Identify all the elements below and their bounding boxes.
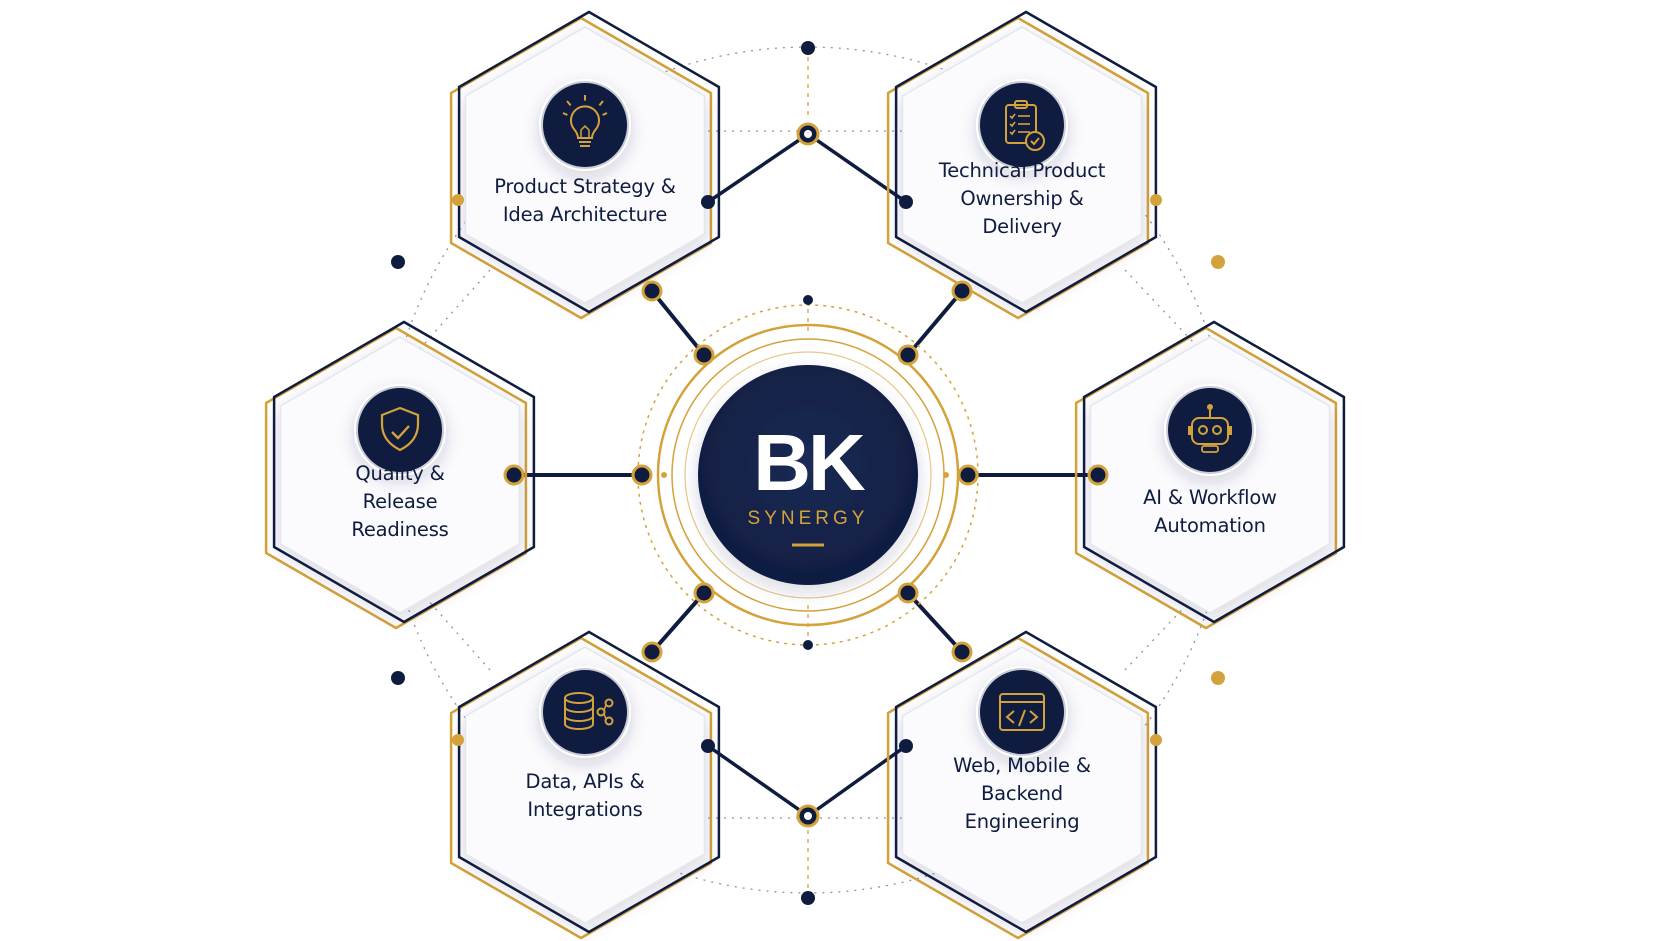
hex-navy-border bbox=[457, 10, 721, 314]
hex-label-line: Delivery bbox=[982, 215, 1061, 238]
hex-gold-border bbox=[1074, 326, 1338, 630]
hex-gold-border bbox=[886, 636, 1150, 940]
hex-label-line: Quality & bbox=[355, 462, 444, 485]
hex-layer: Product Strategy & Idea Architecture Techn… bbox=[264, 10, 1346, 940]
hex-label-line: AI & Workflow bbox=[1143, 486, 1277, 509]
hex-label-line: Integrations bbox=[527, 798, 642, 821]
hex-node-strategy: Product Strategy & Idea Architecture bbox=[449, 10, 721, 320]
database-share-icon bbox=[539, 666, 631, 758]
hex-navy-border bbox=[457, 630, 721, 934]
hex-gold-border bbox=[264, 326, 528, 630]
hex-label-line: Data, APIs & bbox=[526, 770, 645, 793]
hex-navy-border bbox=[272, 320, 536, 624]
hex-gold-border bbox=[886, 16, 1150, 320]
hex-label-line: Web, Mobile & bbox=[953, 754, 1091, 777]
code-window-icon bbox=[976, 666, 1068, 758]
hex-label-line: Idea Architecture bbox=[503, 203, 667, 226]
hex-label-line: Release bbox=[363, 490, 438, 513]
junction-nodes bbox=[391, 41, 1225, 905]
shield-check-icon bbox=[354, 384, 446, 476]
hex-label-line: Ownership & bbox=[960, 187, 1083, 210]
lightbulb-icon bbox=[539, 79, 631, 171]
hub-title: BK bbox=[753, 418, 866, 507]
hex-navy-border bbox=[1082, 320, 1346, 624]
hex-navy-border bbox=[894, 630, 1158, 934]
hex-label-line: Technical Product bbox=[938, 159, 1106, 182]
hex-label-line: Readiness bbox=[351, 518, 448, 541]
hex-gold-border bbox=[449, 16, 713, 320]
hex-node-data: Data, APIs & Integrations bbox=[449, 630, 721, 940]
hex-gold-border bbox=[449, 636, 713, 940]
hub bbox=[698, 365, 918, 585]
hub-subtitle: SYNERGY bbox=[748, 508, 869, 529]
robot-icon bbox=[1164, 384, 1256, 476]
hex-card bbox=[901, 646, 1143, 924]
hex-label-line: Product Strategy & bbox=[494, 175, 676, 198]
hex-label-line: Backend bbox=[981, 782, 1063, 805]
hex-label-line: Engineering bbox=[965, 810, 1080, 833]
hex-card bbox=[464, 646, 706, 924]
hex-label-line: Automation bbox=[1154, 514, 1266, 537]
clipboard-check-icon bbox=[976, 79, 1068, 171]
hex-navy-border bbox=[894, 10, 1158, 314]
